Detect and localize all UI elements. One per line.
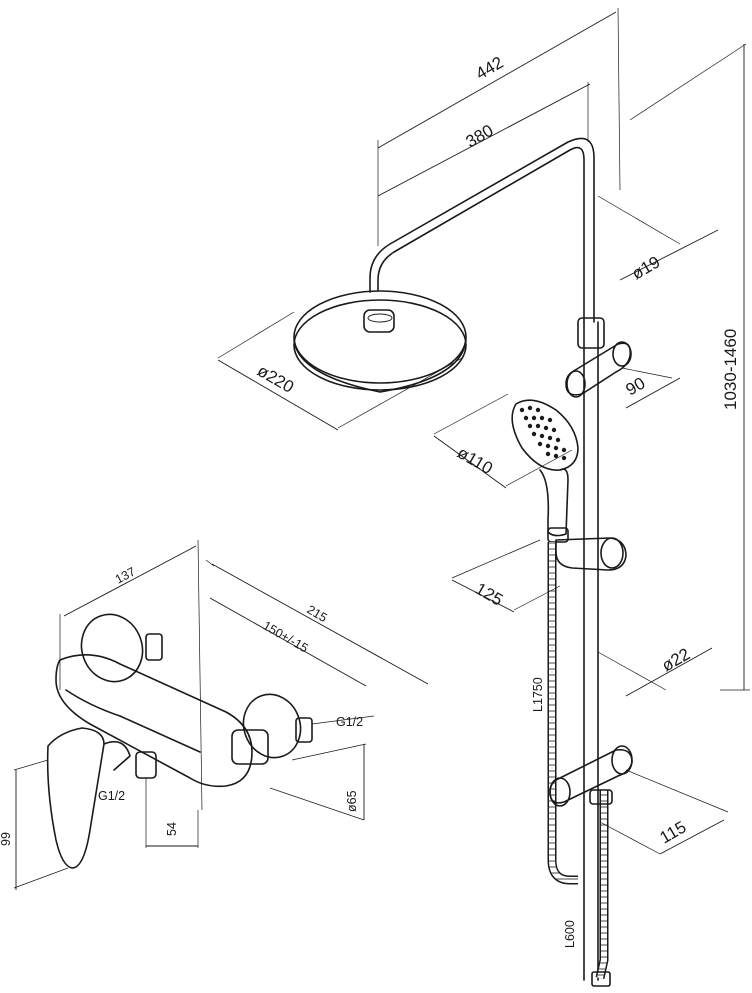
dim-total-reach: 442 [473, 53, 507, 84]
dim-inlet-thread: G1/2 [336, 715, 363, 729]
dim-hose-length: L1750 [531, 677, 545, 712]
dim-mixer-width: 215 [305, 602, 330, 625]
dim-outlet-thread: G1/2 [98, 789, 125, 803]
dim-holder-offset: 90 [623, 374, 649, 400]
slider-holder [547, 527, 627, 571]
dim-bracket-offset: 115 [657, 817, 690, 847]
dim-mixer-depth: 137 [113, 564, 138, 586]
dim-lower-hose: L600 [563, 920, 577, 948]
dimension-lines: 442 380 ø19 1030-1460 ø220 90 ø110 125 [217, 7, 750, 948]
dim-pipe-diameter: ø19 [629, 252, 664, 283]
mixer-dimension-lines: 137 215 150+/-15 G1/2 ø65 G1/2 54 99 [0, 539, 429, 890]
dim-hand-diameter: ø110 [454, 443, 496, 478]
dim-height-range: 1030-1460 [721, 329, 740, 410]
dim-arm-reach: 380 [463, 121, 497, 152]
dim-head-diameter: ø220 [254, 361, 297, 397]
wall-mixer [46, 613, 313, 869]
overhead-arm [377, 146, 585, 323]
dim-flange-diameter: ø65 [345, 790, 359, 812]
shower-column [293, 137, 633, 987]
dim-inlet-spacing: 150+/-15 [261, 618, 311, 655]
rain-shower-head [293, 290, 467, 393]
lower-bracket [549, 745, 633, 807]
hand-shower [511, 399, 579, 537]
upper-holder [565, 341, 632, 398]
shower-hose [547, 542, 578, 885]
rail-top-coupling [577, 317, 605, 349]
dim-outlet-offset: 54 [165, 822, 179, 836]
dim-mixer-height: 99 [0, 832, 13, 846]
dim-rail-diameter: ø22 [659, 644, 694, 675]
